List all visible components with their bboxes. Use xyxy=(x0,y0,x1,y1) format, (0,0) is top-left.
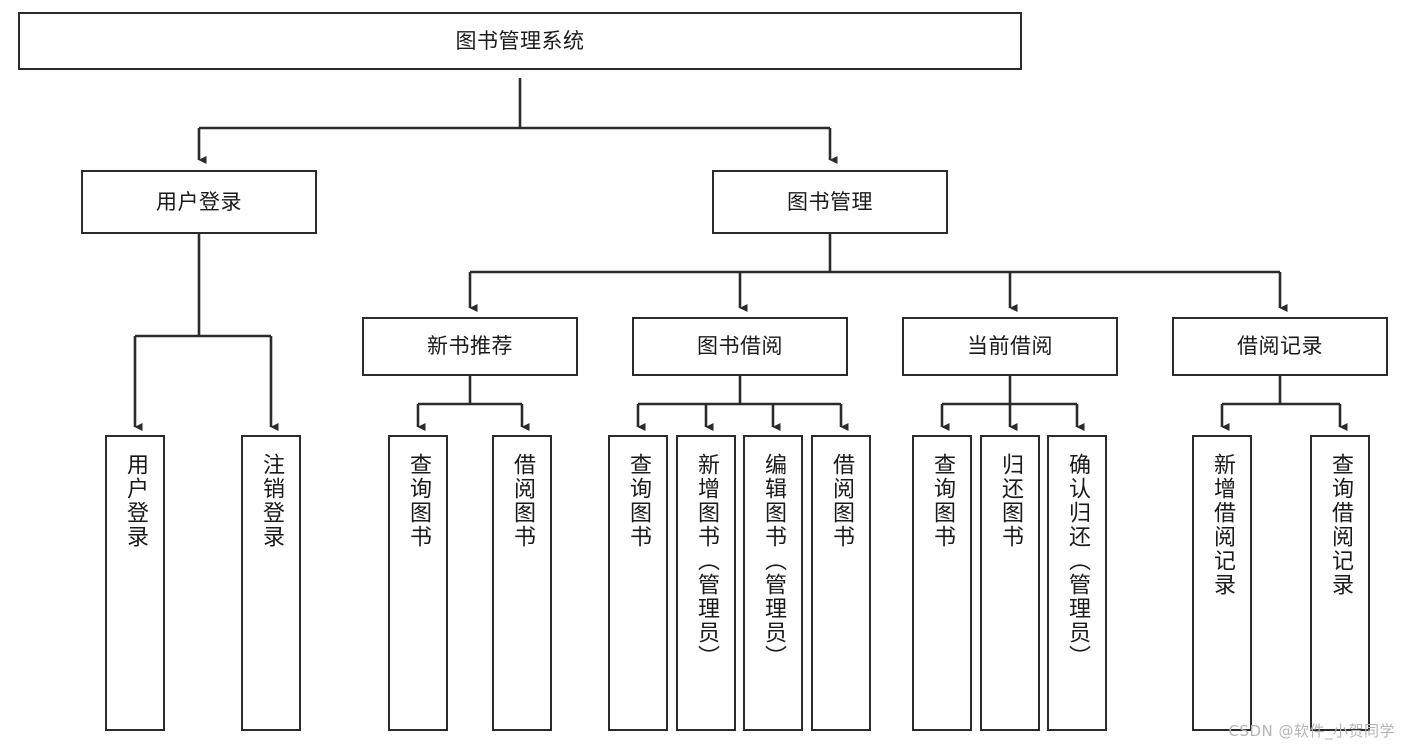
node-label: 编辑图书（管理员） xyxy=(760,453,786,669)
csdn-watermark: CSDN @软件_小贺同学 xyxy=(1228,722,1395,740)
node-label: 当前借阅 xyxy=(967,334,1053,359)
node-label: 用户登录 xyxy=(122,453,148,549)
node-label: 查询图书 xyxy=(929,453,955,549)
node-label: 图书借阅 xyxy=(697,334,783,359)
leaf-borrow-add-book-admin[interactable]: 新增图书（管理员） xyxy=(676,435,736,731)
node-user-login[interactable]: 用户登录 xyxy=(81,170,317,234)
node-label: 归还图书 xyxy=(997,453,1023,549)
leaf-current-return-book[interactable]: 归还图书 xyxy=(980,435,1040,731)
node-label: 新书推荐 xyxy=(427,334,513,359)
node-label: 用户登录 xyxy=(156,189,242,214)
node-borrow-record[interactable]: 借阅记录 xyxy=(1172,317,1388,376)
leaf-new-book-query[interactable]: 查询图书 xyxy=(388,435,448,731)
leaf-new-book-borrow[interactable]: 借阅图书 xyxy=(492,435,552,731)
node-label: 查询图书 xyxy=(625,453,651,549)
node-current-borrow[interactable]: 当前借阅 xyxy=(902,317,1118,376)
node-label: 图书管理系统 xyxy=(455,28,585,53)
leaf-record-add-record[interactable]: 新增借阅记录 xyxy=(1192,435,1252,731)
leaf-current-confirm-return-admin[interactable]: 确认归还（管理员） xyxy=(1047,435,1107,731)
leaf-current-query-book[interactable]: 查询图书 xyxy=(912,435,972,731)
node-label: 查询图书 xyxy=(405,453,431,549)
leaf-record-query-record[interactable]: 查询借阅记录 xyxy=(1310,435,1370,731)
leaf-user-login-logout[interactable]: 注销登录 xyxy=(241,435,301,731)
node-label: 新增图书（管理员） xyxy=(693,453,719,669)
node-label: 新增借阅记录 xyxy=(1209,453,1235,597)
node-root-system[interactable]: 图书管理系统 xyxy=(18,12,1022,70)
leaf-borrow-query-book[interactable]: 查询图书 xyxy=(608,435,668,731)
node-new-book-recommend[interactable]: 新书推荐 xyxy=(362,317,578,376)
node-book-management[interactable]: 图书管理 xyxy=(712,170,948,234)
node-label: 借阅图书 xyxy=(509,453,535,549)
leaf-borrow-edit-book-admin[interactable]: 编辑图书（管理员） xyxy=(743,435,803,731)
node-label: 图书管理 xyxy=(787,189,873,214)
node-book-borrow[interactable]: 图书借阅 xyxy=(632,317,848,376)
node-label: 借阅图书 xyxy=(828,453,854,549)
node-label: 注销登录 xyxy=(258,453,284,549)
node-label: 查询借阅记录 xyxy=(1327,453,1353,597)
node-label: 确认归还（管理员） xyxy=(1064,453,1090,669)
node-label: 借阅记录 xyxy=(1237,334,1323,359)
leaf-user-login-login[interactable]: 用户登录 xyxy=(105,435,165,731)
leaf-borrow-borrow-book[interactable]: 借阅图书 xyxy=(811,435,871,731)
